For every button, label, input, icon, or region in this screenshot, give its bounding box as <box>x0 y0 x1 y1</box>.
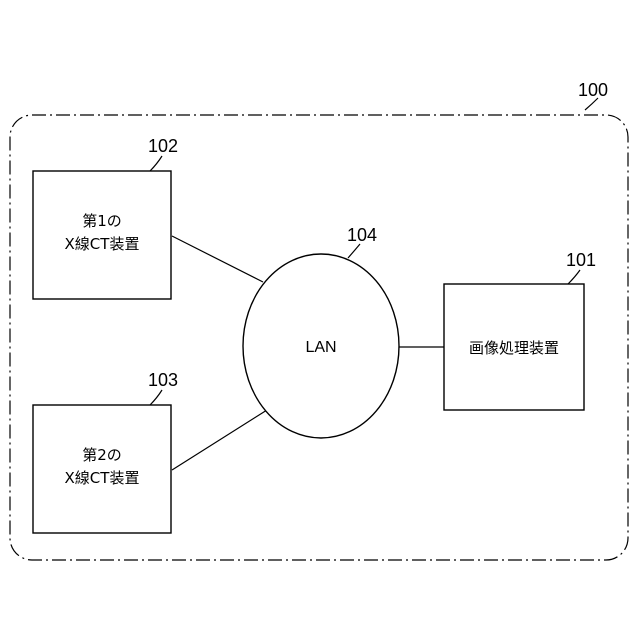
ct-device-1: 第1の X線CT装置 102 <box>33 136 178 299</box>
link-ct2-lan <box>172 410 267 470</box>
ct-device-1-ref-leader <box>150 156 162 171</box>
ct-device-2-ref-label: 103 <box>148 370 178 390</box>
ct-device-2-label-line1: 第2の <box>82 446 122 464</box>
system-ref-label: 100 <box>578 80 608 100</box>
lan-node: LAN 104 <box>243 225 399 438</box>
ct-device-2: 第2の X線CT装置 103 <box>33 370 178 533</box>
ct-device-2-label-line2: X線CT装置 <box>65 469 140 487</box>
ct-device-2-ref-leader <box>150 390 162 405</box>
ct-device-1-label-line1: 第1の <box>82 212 122 230</box>
image-processor-ref-label: 101 <box>566 250 596 270</box>
image-processor: 画像処理装置 101 <box>444 250 596 410</box>
link-ct1-lan <box>172 236 263 282</box>
lan-ref-leader <box>348 244 360 258</box>
ct-device-1-label-line2: X線CT装置 <box>65 235 140 253</box>
lan-label: LAN <box>305 339 336 356</box>
image-processor-ref-leader <box>568 270 580 284</box>
image-processor-label: 画像処理装置 <box>469 339 559 357</box>
ct-device-1-ref-label: 102 <box>148 136 178 156</box>
lan-ref-label: 104 <box>347 225 377 245</box>
